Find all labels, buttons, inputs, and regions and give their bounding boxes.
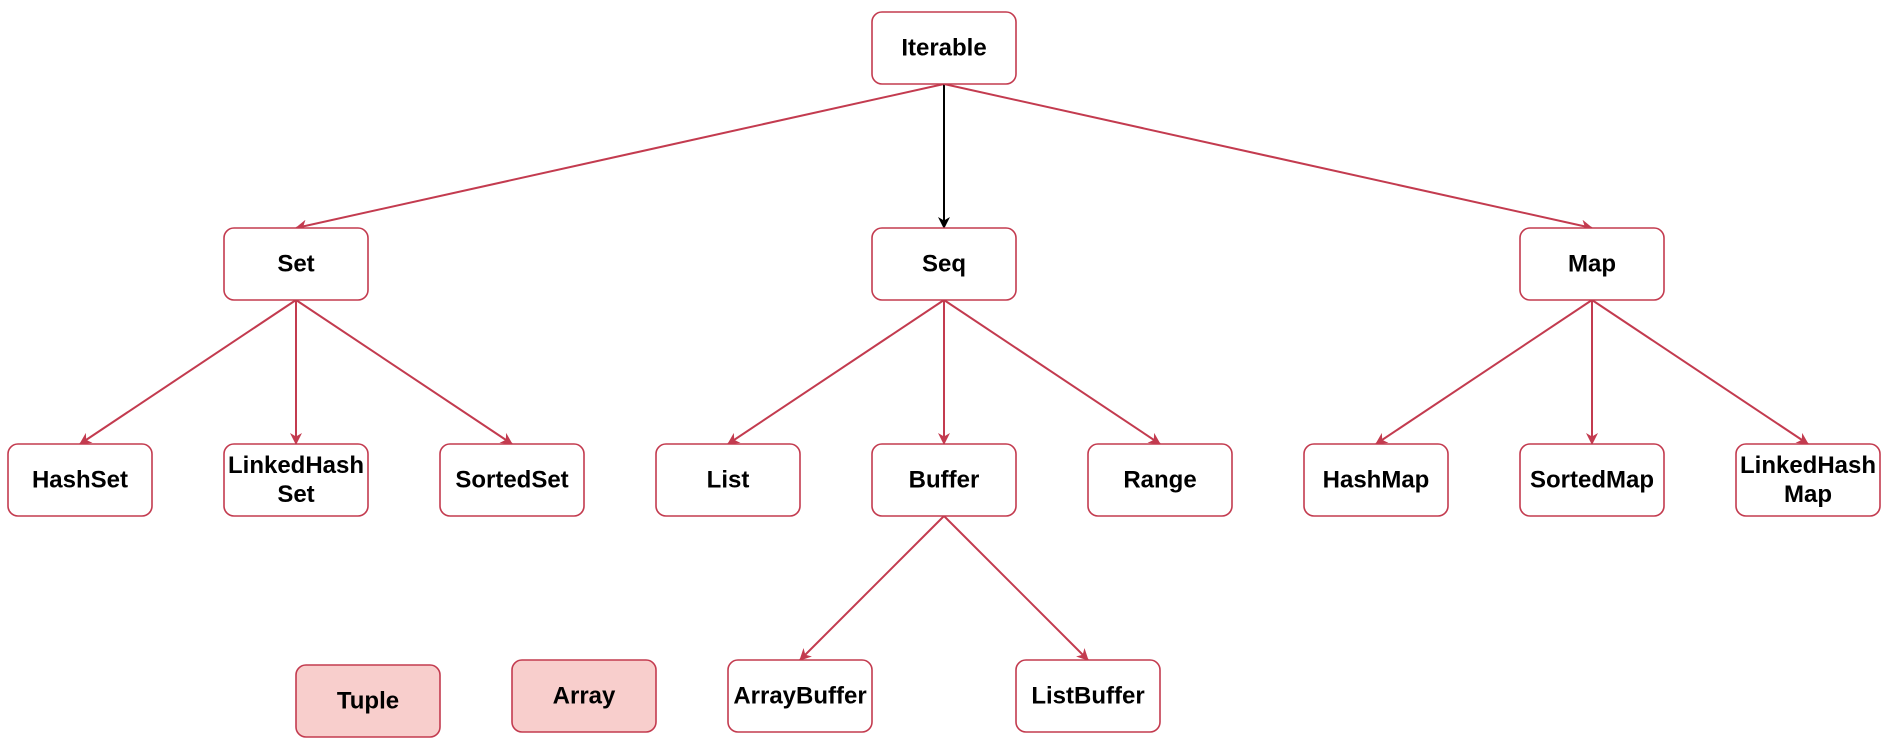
node-label-hashset: HashSet [32,467,128,494]
edge-buffer-to-listbuffer [943,515,1089,661]
node-label-linkedhashset-line-1: LinkedHash [228,452,364,479]
node-label-arraybuffer: ArrayBuffer [733,683,866,710]
node-list[interactable]: List [655,443,801,517]
node-label-map: Map [1568,251,1616,278]
node-label-tuple: Tuple [337,688,399,715]
node-label-seq: Seq [922,251,966,278]
node-box-listbuffer [1015,659,1161,733]
node-box-list [655,443,801,517]
node-label-linkedhashmap-line-2: Map [1784,481,1832,508]
node-box-buffer [871,443,1017,517]
node-box-arraybuffer [727,659,873,733]
node-label-hashmap: HashMap [1323,467,1430,494]
edge-iterable-to-set [295,83,945,232]
node-label-linkedhashset-line-2: Set [277,481,314,508]
node-array[interactable]: Array [511,659,657,733]
node-sortedset[interactable]: SortedSet [439,443,585,517]
node-buffer[interactable]: Buffer [871,443,1017,517]
node-label-set: Set [277,251,314,278]
node-sortedmap[interactable]: SortedMap [1519,443,1665,517]
edge-map-to-linkedhashmap [1591,299,1809,445]
edge-set-to-hashset [79,299,297,445]
edge-map-to-hashmap [1375,299,1593,445]
edge-seq-to-list [727,299,945,445]
node-label-listbuffer: ListBuffer [1031,683,1144,710]
edges-layer [79,83,1809,661]
node-tuple[interactable]: Tuple [295,664,441,738]
node-box-seq [871,227,1017,301]
node-arraybuffer[interactable]: ArrayBuffer [727,659,873,733]
node-box-hashset [7,443,153,517]
node-label-buffer: Buffer [909,467,980,494]
node-range[interactable]: Range [1087,443,1233,517]
node-box-tuple [295,664,441,738]
node-hashset[interactable]: HashSet [7,443,153,517]
node-label-list: List [707,467,750,494]
node-label-linkedhashmap-line-1: LinkedHash [1740,452,1876,479]
node-listbuffer[interactable]: ListBuffer [1015,659,1161,733]
node-box-sortedmap [1519,443,1665,517]
edge-seq-to-range [943,299,1161,445]
node-label-sortedmap: SortedMap [1530,467,1654,494]
node-box-array [511,659,657,733]
node-iterable[interactable]: Iterable [871,11,1017,85]
edge-set-to-sortedset [295,299,513,445]
node-label-iterable: Iterable [901,35,986,62]
node-box-iterable [871,11,1017,85]
node-box-range [1087,443,1233,517]
edge-iterable-to-map [943,83,1593,232]
node-box-set [223,227,369,301]
node-label-array: Array [553,683,616,710]
node-box-linkedhashmap [1735,443,1881,517]
node-label-range: Range [1123,467,1196,494]
node-seq[interactable]: Seq [871,227,1017,301]
node-label-sortedset: SortedSet [455,467,568,494]
edge-buffer-to-arraybuffer [799,515,945,661]
node-map[interactable]: Map [1519,227,1665,301]
node-box-linkedhashset [223,443,369,517]
node-box-hashmap [1303,443,1449,517]
node-set[interactable]: Set [223,227,369,301]
node-box-map [1519,227,1665,301]
node-box-sortedset [439,443,585,517]
node-hashmap[interactable]: HashMap [1303,443,1449,517]
